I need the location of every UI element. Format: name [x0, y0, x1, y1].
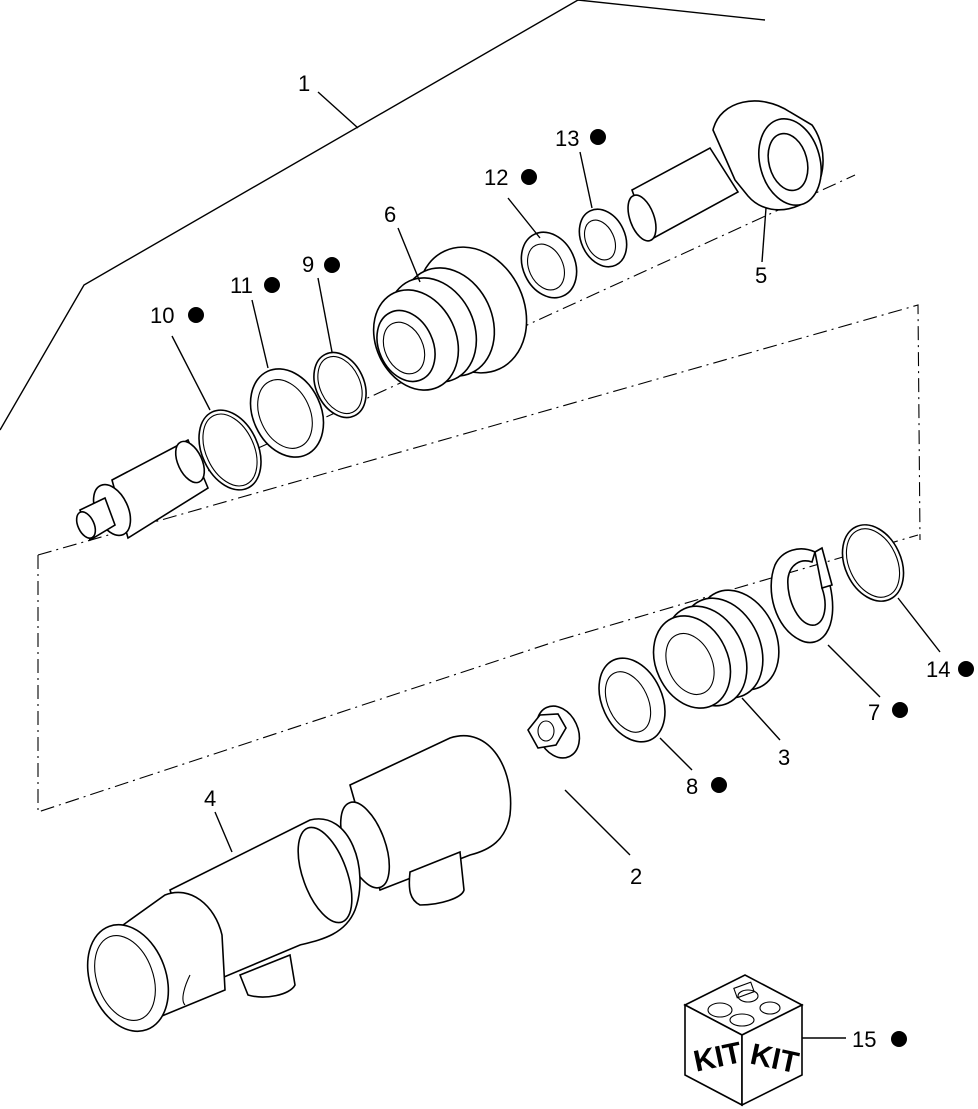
part-6-gland-head	[372, 246, 528, 391]
part-11-backup-ring	[249, 368, 325, 458]
part-rod-end	[75, 438, 209, 542]
part-4-cylinder-barrel	[86, 735, 512, 1033]
callout-2: 2	[630, 864, 642, 889]
callout-9: 9	[302, 252, 314, 277]
kit-part-dot-markers	[188, 129, 974, 1047]
part-8-backup-ring	[598, 657, 666, 743]
callout-6: 6	[384, 202, 396, 227]
callout-12: 12	[484, 165, 508, 190]
callout-5: 5	[755, 263, 767, 288]
dot-7	[892, 702, 908, 718]
callout-11: 11	[230, 273, 253, 298]
dot-9	[324, 257, 340, 273]
part-2-nut	[527, 705, 581, 759]
callout-13: 13	[555, 126, 579, 151]
callout-4: 4	[204, 786, 216, 811]
kit-box-fittings	[707, 981, 781, 1027]
callout-15: 15	[852, 1027, 876, 1052]
dot-12	[521, 169, 537, 185]
part-14-o-ring	[841, 524, 905, 602]
part-10-o-ring	[198, 409, 262, 491]
callout-3: 3	[778, 745, 790, 770]
part-12-bushing	[520, 231, 578, 299]
dot-10	[188, 307, 204, 323]
dot-15	[891, 1031, 907, 1047]
callout-labels: 1 2 3 4 5 6 7 8 9 10 11 12 13 14 15	[150, 71, 950, 1052]
part-7-split-ring	[770, 546, 834, 644]
part-15-kit-box: KIT KIT	[683, 974, 804, 1107]
part-3-piston	[652, 589, 780, 709]
part-5-rod-eye	[627, 100, 824, 242]
part-9-o-ring	[313, 351, 367, 419]
assembly-bracket-line	[0, 0, 766, 431]
dot-8	[711, 777, 727, 793]
callout-8: 8	[686, 774, 698, 799]
dot-14	[958, 661, 974, 677]
callout-14: 14	[926, 657, 950, 682]
part-13-ring	[578, 208, 628, 268]
callout-1: 1	[298, 71, 310, 96]
leader-lines	[171, 91, 941, 1039]
callout-7: 7	[868, 700, 880, 725]
callout-10: 10	[150, 303, 174, 328]
dot-13	[590, 129, 606, 145]
dot-11	[264, 277, 280, 293]
